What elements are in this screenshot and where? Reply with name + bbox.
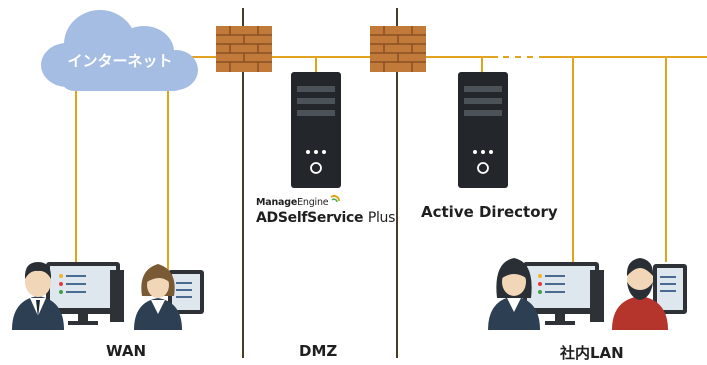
firewall-icon xyxy=(370,26,426,72)
lan-user-icon xyxy=(488,258,604,330)
manageengine-brand-prefix: Manage xyxy=(256,197,298,208)
adselfservice-name: ADSelfService xyxy=(256,210,364,226)
wan-user-icon xyxy=(12,262,124,330)
active-directory-label: Active Directory xyxy=(421,203,558,221)
manageengine-logo-icon xyxy=(330,195,340,202)
wan-user-icon xyxy=(134,264,204,330)
firewall-icon xyxy=(216,26,272,72)
server-icon xyxy=(458,72,508,188)
internet-label: インターネット xyxy=(67,52,172,70)
internet-cloud-icon xyxy=(41,10,198,91)
wan-zone-label: WAN xyxy=(106,342,147,360)
server-icon xyxy=(291,72,341,188)
manageengine-brand: ManageEngine xyxy=(256,197,329,208)
dmz-zone-label: DMZ xyxy=(299,342,338,360)
adselfservice-plus: Plus xyxy=(367,210,396,226)
lan-zone-label: 社内LAN xyxy=(560,344,624,362)
adselfservice-label: ADSelfService Plus xyxy=(256,210,395,226)
lan-user-icon xyxy=(612,258,687,330)
manageengine-brand-suffix: Engine xyxy=(297,197,329,208)
